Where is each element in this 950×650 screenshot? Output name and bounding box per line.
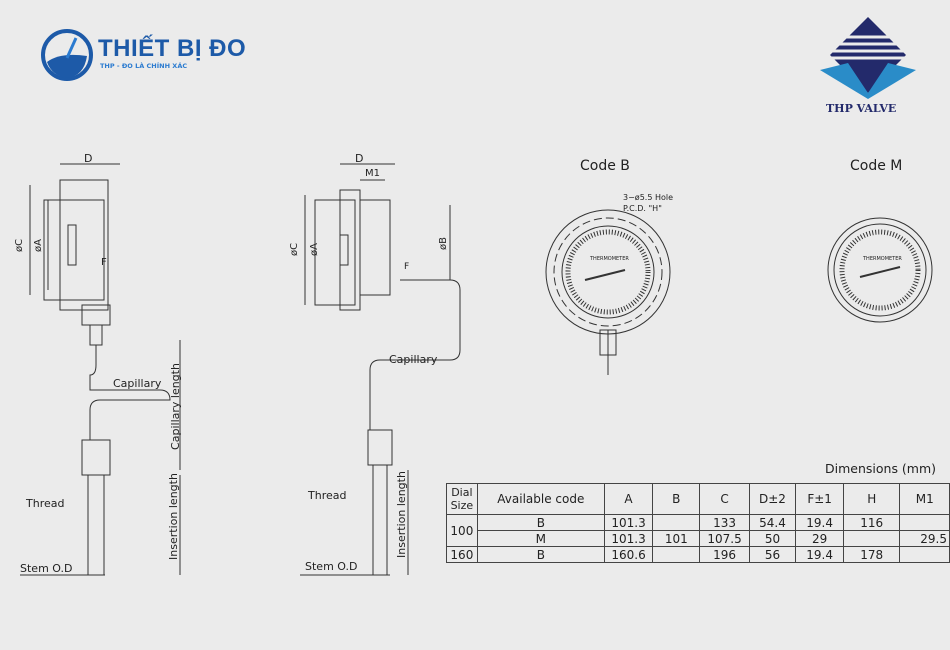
- cell-m1: [899, 514, 950, 531]
- d1-label-stem: Stem O.D: [20, 562, 73, 575]
- d1-label-thread: Thread: [26, 497, 65, 510]
- cell-a: 160.6: [603, 546, 654, 563]
- d2-label-d: D: [355, 152, 364, 165]
- d1-label-a: øA: [32, 239, 44, 252]
- cell-a: 101.3: [603, 530, 654, 547]
- d1-label-insertion: Insertion length: [166, 473, 180, 560]
- d1-label-d: D: [84, 152, 93, 165]
- cell-h: 178: [842, 546, 901, 563]
- cell-m1: 29.5: [899, 530, 950, 547]
- cell-b: [652, 546, 701, 563]
- d1-label-capillary: Capillary: [113, 377, 162, 390]
- cell-dial: 160: [446, 546, 478, 563]
- header-code: Available code: [476, 483, 605, 515]
- cell-b: [652, 514, 701, 531]
- table-row: 160 B 160.6 196 56 19.4 178: [446, 546, 950, 563]
- cell-d: 56: [748, 546, 797, 563]
- header-m1: M1: [899, 483, 950, 515]
- d2-label-a: øA: [308, 243, 320, 256]
- brand-tagline: THP - ĐO LÀ CHÍNH XÁC: [100, 62, 188, 70]
- cell-d: 54.4: [748, 514, 797, 531]
- thp-valve-logo-icon: [820, 17, 916, 99]
- cell-c: 196: [699, 546, 750, 563]
- valve-brand-name: THP VALVE: [826, 102, 897, 115]
- code-m-dial-text: THERMOMETER: [862, 256, 902, 262]
- cell-code: B: [476, 546, 605, 563]
- d2-label-c: øC: [289, 242, 301, 257]
- cell-b: 101: [652, 530, 701, 547]
- cell-h: 116: [842, 514, 901, 531]
- header-c: C: [699, 483, 750, 515]
- cell-code: B: [476, 514, 605, 531]
- header-a: A: [603, 483, 654, 515]
- d2-label-b: øB: [437, 237, 449, 250]
- cell-code: M: [476, 530, 605, 547]
- thietbido-logo-icon: [41, 29, 93, 81]
- d2-label-thread: Thread: [308, 489, 347, 502]
- cell-f: 29: [795, 530, 844, 547]
- brand-name: THIẾT BỊ ĐO: [98, 35, 247, 62]
- code-m-gauge: THERMOMETER: [827, 217, 933, 323]
- code-b-hole-label: 3−ø5.5 Hole: [623, 193, 674, 202]
- d2-label-f: F: [404, 262, 410, 272]
- d2-label-capillary: Capillary: [389, 353, 438, 366]
- table-row: M 101.3 101 107.5 50 29 29.5: [447, 530, 950, 547]
- cell-d: 50: [748, 530, 797, 547]
- dimensions-caption: Dimensions (mm): [825, 461, 937, 476]
- code-b-dial-text: THERMOMETER: [589, 256, 629, 262]
- cell-f: 19.4: [795, 546, 844, 563]
- d1-label-c: øC: [14, 238, 26, 253]
- code-b-gauge: THERMOMETER: [545, 209, 671, 375]
- cell-c: 133: [699, 514, 750, 531]
- drawing-capillary-bracket: [300, 163, 461, 576]
- cell-a: 101.3: [603, 514, 654, 531]
- code-m-title: Code M: [850, 158, 903, 174]
- cell-c: 107.5: [699, 530, 750, 547]
- code-b-pcd-label: P.C.D. "H": [623, 204, 662, 213]
- header-b: B: [652, 483, 701, 515]
- cell-h: [842, 530, 901, 547]
- cell-f: 19.4: [795, 514, 844, 531]
- cell-dial: 100: [446, 514, 478, 547]
- d2-label-m1: M1: [365, 168, 380, 179]
- drawing-capillary-straight: [20, 163, 181, 576]
- header-d: D±2: [748, 483, 797, 515]
- table-header-row: Dial Size Available code A B C D±2 F±1 H…: [446, 483, 950, 515]
- d2-label-insertion: Insertion length: [394, 471, 408, 558]
- code-b-title: Code B: [580, 158, 630, 174]
- cell-m1: [899, 546, 950, 563]
- d1-label-f: F: [101, 257, 107, 268]
- table-row: 100 B 101.3 133 54.4 19.4 116: [446, 514, 950, 547]
- header-h: H: [842, 483, 901, 515]
- header-dial-size: Dial Size: [446, 483, 478, 515]
- d1-label-capillary-length: Capillary length: [168, 363, 182, 450]
- header-f: F±1: [795, 483, 844, 515]
- d2-label-stem: Stem O.D: [305, 560, 358, 573]
- dimensions-table: Dial Size Available code A B C D±2 F±1 H…: [446, 483, 950, 563]
